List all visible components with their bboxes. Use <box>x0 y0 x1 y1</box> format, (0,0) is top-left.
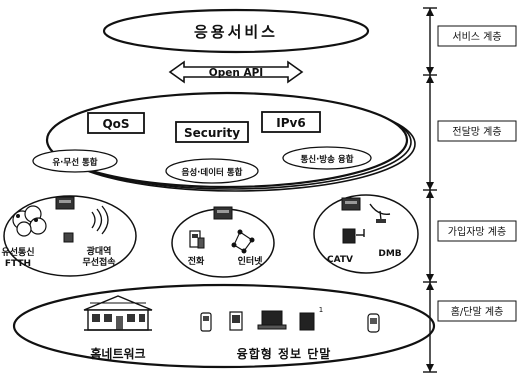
wired-comm-label: 유선통신 <box>1 246 34 258</box>
catv-label: CATV <box>327 255 353 265</box>
security-label: Security <box>184 126 240 140</box>
router-icon <box>342 198 360 210</box>
app-service-node: 응용서비스 <box>104 10 368 52</box>
layer-label-subscriber: 가입자망 계층 <box>438 221 516 241</box>
laptop-icon <box>258 311 286 329</box>
tablet-icon <box>300 313 314 330</box>
layer-subscriber-text: 가입자망 계층 <box>448 225 506 238</box>
dmb-label: DMB <box>378 249 401 259</box>
layer-label-service: 서비스 계층 <box>438 26 516 46</box>
home-network-label: 홈네트워크 <box>90 346 145 361</box>
subscriber-broadcast-node: CATV DMB <box>314 195 418 273</box>
open-api-label: Open API <box>209 67 263 79</box>
wired-wireless-integration: 유·무선 통합 <box>33 150 117 172</box>
voice-data-label: 음성·데이터 통합 <box>182 167 243 178</box>
wired-wireless-label: 유·무선 통합 <box>52 157 97 168</box>
layer-service-text: 서비스 계층 <box>452 31 501 43</box>
ftth-label: FTTH <box>5 259 31 269</box>
wireless-access-label: 무선접속 <box>82 256 115 268</box>
subscriber-wired-wireless-node: 유선통신 FTTH 광대역 무선접속 <box>1 196 136 276</box>
router-icon <box>56 197 74 209</box>
security-box: Security <box>176 122 248 142</box>
ipv6-box: IPv6 <box>262 112 320 132</box>
layer-home-terminal-text: 홈/단말 계층 <box>451 305 504 318</box>
internet-label: 인터넷 <box>238 255 264 267</box>
qos-label: QoS <box>102 117 129 131</box>
mobile-phone-icon <box>201 313 211 331</box>
telecom-broadcast-convergence: 통신·방송 융합 <box>283 147 371 169</box>
handheld-icon <box>368 314 379 332</box>
voice-data-integration: 음성·데이터 통합 <box>166 159 258 183</box>
router-icon <box>214 207 232 219</box>
app-service-label: 응용서비스 <box>194 23 278 41</box>
home-terminal-node: 1 홈네트워크 융합형 정보 단말 <box>14 285 434 367</box>
small-mark: 1 <box>319 306 323 314</box>
broadband-label: 광대역 <box>87 245 112 257</box>
converged-terminal-label: 융합형 정보 단말 <box>237 346 332 361</box>
qos-box: QoS <box>88 113 144 133</box>
pda-icon <box>230 312 242 330</box>
phone-label: 전화 <box>188 255 205 267</box>
layer-label-home-terminal: 홈/단말 계층 <box>438 301 516 321</box>
layer-transport-text: 전달망 계층 <box>452 126 501 138</box>
open-api-connector: Open API <box>170 62 302 82</box>
subscriber-phone-internet-node: 전화 인터넷 <box>172 207 274 277</box>
telecom-broadcast-label: 통신·방송 융합 <box>300 154 353 165</box>
ipv6-label: IPv6 <box>276 116 305 130</box>
layer-label-transport: 전달망 계층 <box>438 121 516 141</box>
